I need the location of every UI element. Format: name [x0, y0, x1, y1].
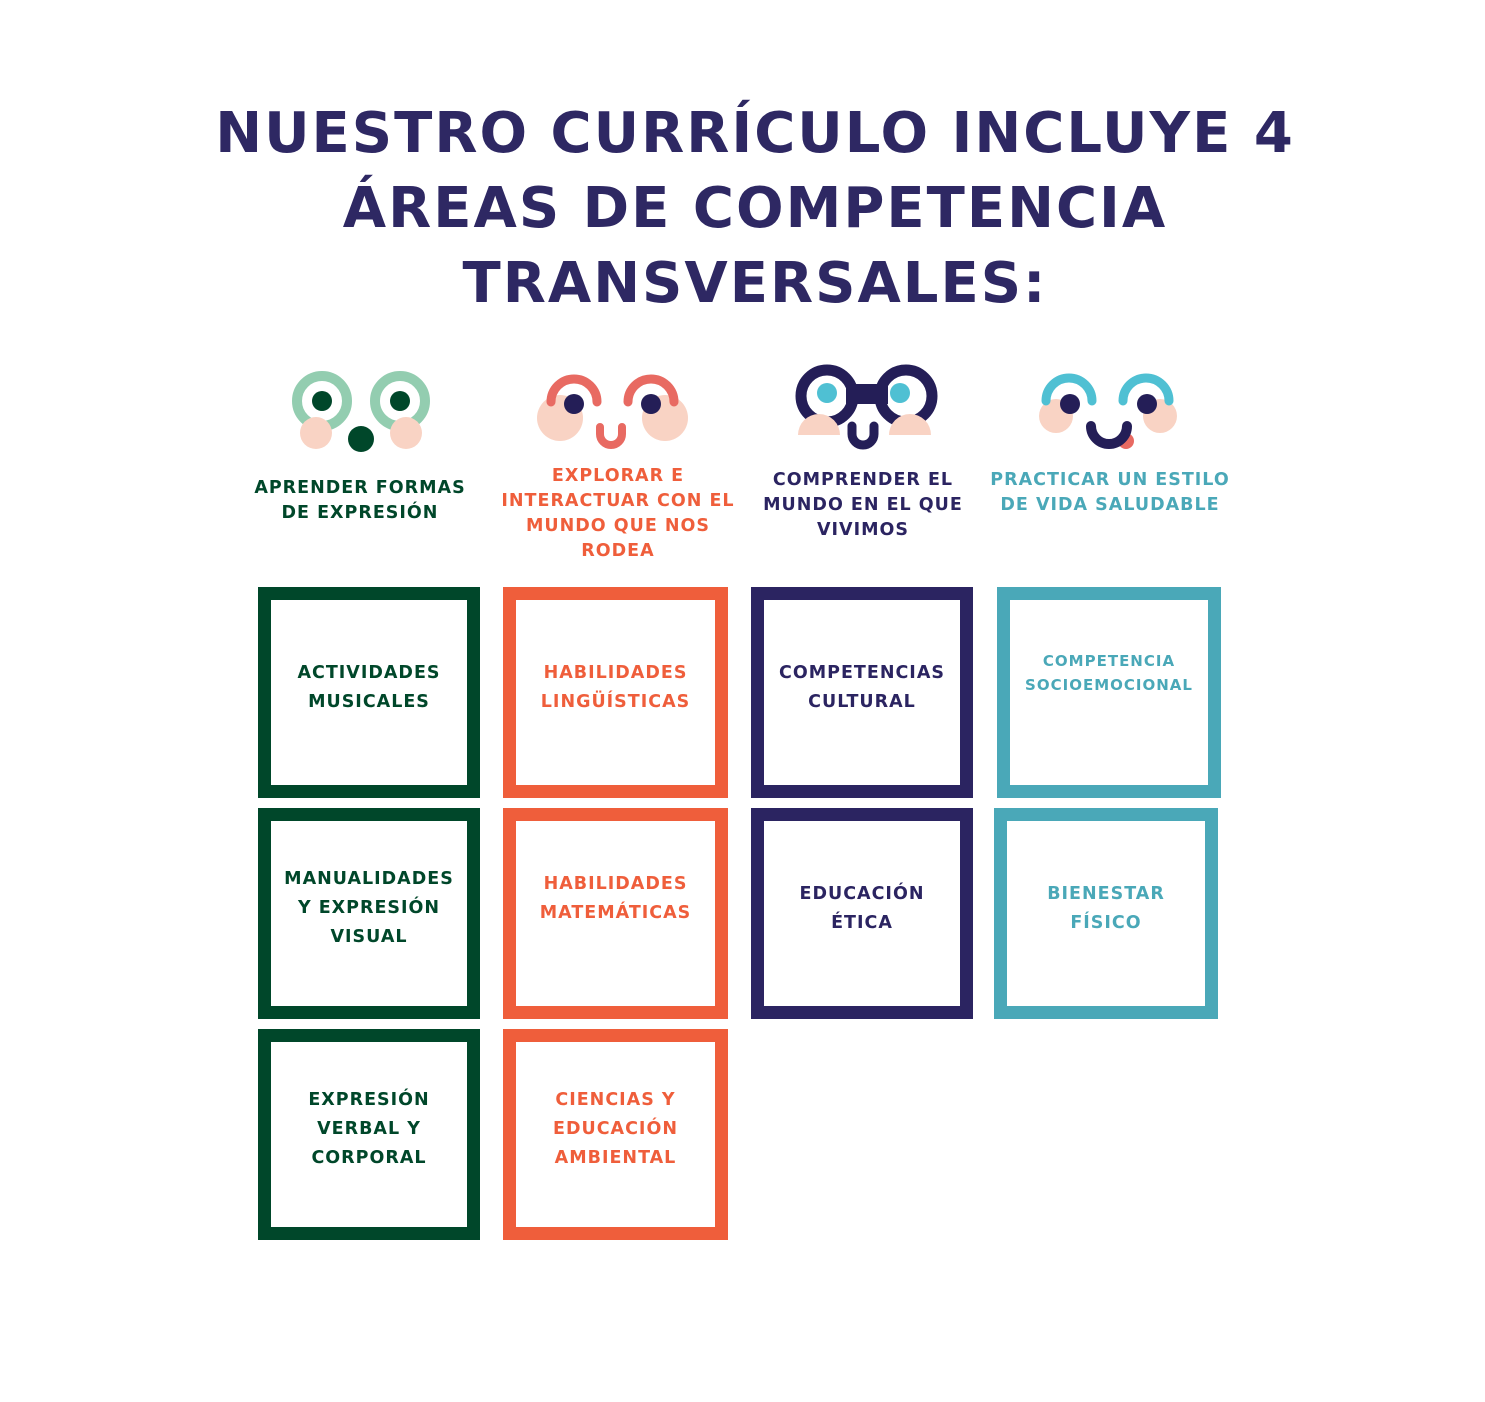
item-box: HABILIDADES LINGÜÍSTICAS — [503, 587, 728, 798]
item-box: EXPRESIÓN VERBAL Y CORPORAL — [258, 1029, 480, 1240]
item-box: BIENESTAR FÍSICO — [994, 808, 1218, 1019]
glasses-face-icon — [795, 364, 938, 450]
item-box: MANUALIDADES Y EXPRESIÓN VISUAL — [258, 808, 480, 1019]
area-label-comprender: COMPRENDER EL MUNDO EN EL QUE VIVIMOS — [763, 470, 963, 540]
item-box: CIENCIAS Y EDUCACIÓN AMBIENTAL — [503, 1029, 728, 1240]
surprised-face-icon — [292, 371, 430, 452]
item-box: ACTIVIDADES MUSICALES — [258, 587, 480, 798]
item-box: COMPETENCIAS CULTURAL — [751, 587, 973, 798]
tongue-face-icon — [1039, 373, 1177, 449]
faces — [292, 364, 1177, 452]
happy-face-icon — [537, 374, 688, 449]
item-box: COMPETENCIA SOCIOEMOCIONAL — [997, 587, 1221, 798]
area-label-saludable: PRACTICAR UN ESTILO DE VIDA SALUDABLE — [990, 470, 1230, 515]
item-box: EDUCACIÓN ÉTICA — [751, 808, 973, 1019]
item-box: HABILIDADES MATEMÁTICAS — [503, 808, 728, 1019]
area-label-expresion: APRENDER FORMAS DE EXPRESIÓN — [254, 478, 466, 523]
page-title: NUESTRO CURRÍCULO INCLUYE 4 ÁREAS DE COM… — [215, 101, 1295, 316]
area-label-explorar: EXPLORAR E INTERACTUAR CON EL MUNDO QUE … — [501, 466, 735, 561]
